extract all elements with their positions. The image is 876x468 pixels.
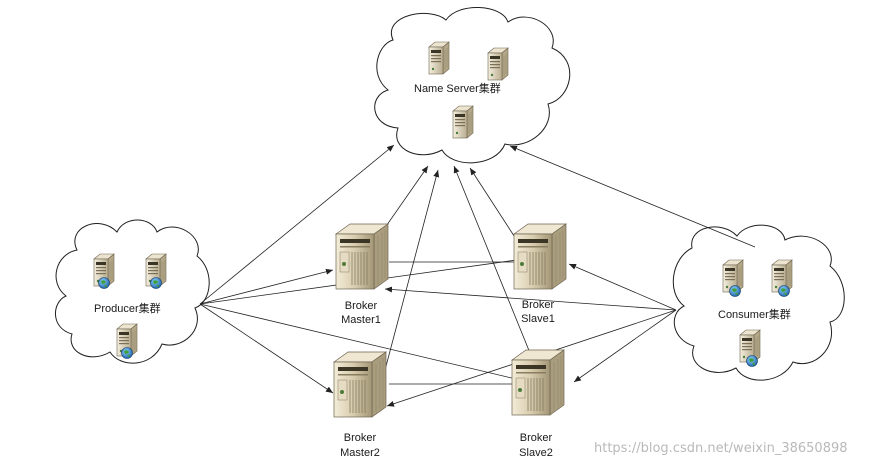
connections bbox=[199, 144, 756, 407]
consumer-node-3 bbox=[739, 329, 761, 367]
broker-slave2-label-line1: Broker bbox=[520, 432, 553, 444]
producer-label: Producer集群 bbox=[94, 301, 161, 315]
broker-slave1-label-line1: Broker bbox=[522, 299, 555, 311]
consumer-node-2 bbox=[771, 259, 793, 297]
producer-node-1 bbox=[93, 253, 115, 289]
name-server-label: Name Server集群 bbox=[414, 81, 501, 95]
broker-slave1-server bbox=[513, 223, 567, 290]
broker-master1-label-line1: Broker bbox=[345, 300, 378, 312]
consumer-cloud bbox=[672, 224, 845, 381]
broker-master2-server bbox=[333, 351, 387, 418]
broker-slave1-label-line2: Slave1 bbox=[521, 313, 555, 325]
broker-slave2-server bbox=[511, 349, 565, 416]
producer-cloud bbox=[54, 219, 210, 364]
name-server-node-2 bbox=[487, 47, 509, 81]
producer-node-3 bbox=[116, 323, 138, 359]
consumer-label: Consumer集群 bbox=[718, 307, 791, 321]
broker-master2-label-line2: Master2 bbox=[340, 447, 380, 459]
name-server-cloud bbox=[374, 7, 571, 164]
consumer-node-1 bbox=[722, 259, 744, 297]
broker-slave2-label-line2: Slave2 bbox=[519, 447, 553, 459]
broker-master1-label-line2: Master1 bbox=[341, 314, 381, 326]
broker-master2-label-line1: Broker bbox=[344, 432, 377, 444]
watermark: https://blog.csdn.net/weixin_38650898 bbox=[594, 441, 848, 456]
producer-node-2 bbox=[145, 253, 167, 289]
name-server-node-1 bbox=[428, 41, 450, 75]
broker-master1-server bbox=[335, 223, 389, 290]
name-server-node-3 bbox=[452, 105, 474, 139]
